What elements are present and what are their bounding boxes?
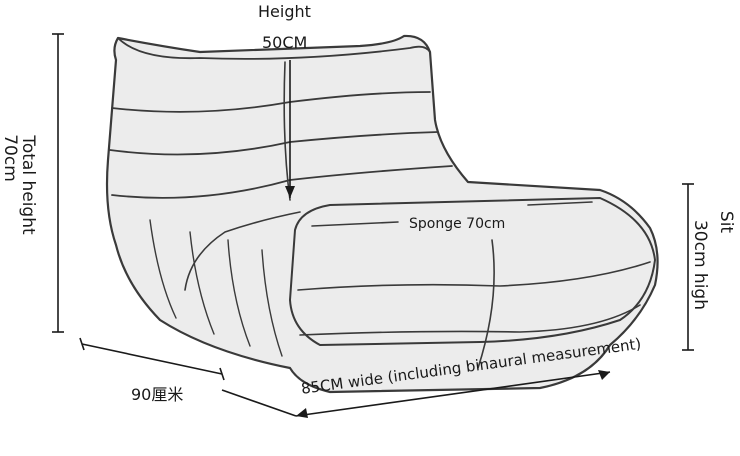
depth-label: 90厘米 [131, 385, 184, 404]
sit-height-value: 30cm high [690, 219, 710, 311]
depth-dimension-line [81, 343, 223, 375]
backrest-height-value: 50CM [262, 33, 308, 52]
seat-front-seam [297, 261, 651, 291]
backrest-height-label: Height [258, 2, 311, 21]
seat-pleat-1 [149, 219, 177, 319]
sponge-right-dash [527, 201, 593, 206]
seat-bottom-seam [299, 304, 641, 336]
sponge-label: Sponge 70cm [409, 216, 506, 232]
seat-pleat-2 [189, 231, 215, 335]
seat-strap [477, 239, 495, 369]
sponge-left-dash [311, 221, 399, 227]
seat-top-left-edge [184, 211, 301, 291]
seat-pleat-4 [261, 249, 283, 357]
backrest-top-roll [117, 37, 431, 60]
total-height-value: 70cm [0, 134, 20, 182]
width-dimension-line-main [295, 371, 611, 417]
total-height-label: Total height [18, 135, 38, 235]
seat-pleat-3 [227, 239, 251, 347]
seat-front-block [289, 197, 656, 346]
sit-label: Sit [716, 210, 736, 234]
backrest-outline [105, 34, 659, 394]
width-dimension-line [221, 389, 297, 417]
